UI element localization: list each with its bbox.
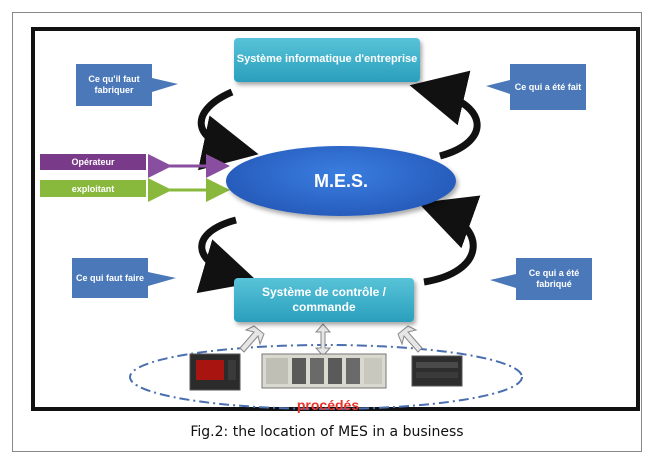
diagram-border — [31, 27, 640, 411]
control-system-label: Système de contrôle / commande — [261, 285, 387, 314]
operator-text: Opérateur — [71, 157, 115, 167]
enterprise-system-box: Système informatique d'entreprise — [234, 38, 420, 82]
callout-bottom-right-text: Ce qui a été fabriqué — [528, 268, 580, 289]
callout-shape-top-left — [76, 64, 178, 106]
exploitant-label: exploitant — [40, 180, 146, 197]
callout-bottom-left: Ce qui faut faire — [74, 258, 146, 298]
enterprise-system-label: Système informatique d'entreprise — [236, 53, 418, 66]
arrow-bottom-right — [418, 195, 481, 286]
exploitant-text: exploitant — [71, 183, 115, 194]
figure-caption: Fig.2: the location of MES in a business — [190, 424, 464, 440]
callout-shape-top-right — [486, 64, 586, 110]
process-ellipse — [129, 344, 523, 410]
process-label: procédés — [296, 397, 360, 413]
callout-top-right: Ce qui a été fait — [512, 64, 584, 110]
callout-bottom-left-text: Ce qui faut faire — [75, 272, 144, 283]
arrow-bottom-left — [196, 216, 259, 294]
arrow-top-right — [409, 70, 481, 160]
callout-shape-bottom-left — [72, 258, 176, 298]
callout-shape-bottom-right — [490, 258, 592, 300]
hmi-panel-icon — [189, 353, 241, 391]
equipment-arrows — [239, 323, 423, 357]
callout-top-left-text: Ce qu'il faut fabriquer — [88, 74, 140, 95]
arrow-top-left — [197, 88, 259, 171]
mes-label: M.E.S. — [313, 170, 368, 191]
control-system-box: Système de contrôle / commande — [234, 278, 414, 322]
callout-bottom-right: Ce qui a été fabriqué — [518, 258, 590, 300]
callout-top-left: Ce qu'il faut fabriquer — [78, 64, 150, 106]
mes-ellipse: M.E.S. — [226, 146, 456, 216]
callout-top-right-text: Ce qui a été fait — [514, 81, 582, 92]
controller-module-icon — [411, 355, 463, 387]
operator-label: Opérateur — [40, 154, 146, 170]
plc-rack-icon — [261, 353, 387, 389]
